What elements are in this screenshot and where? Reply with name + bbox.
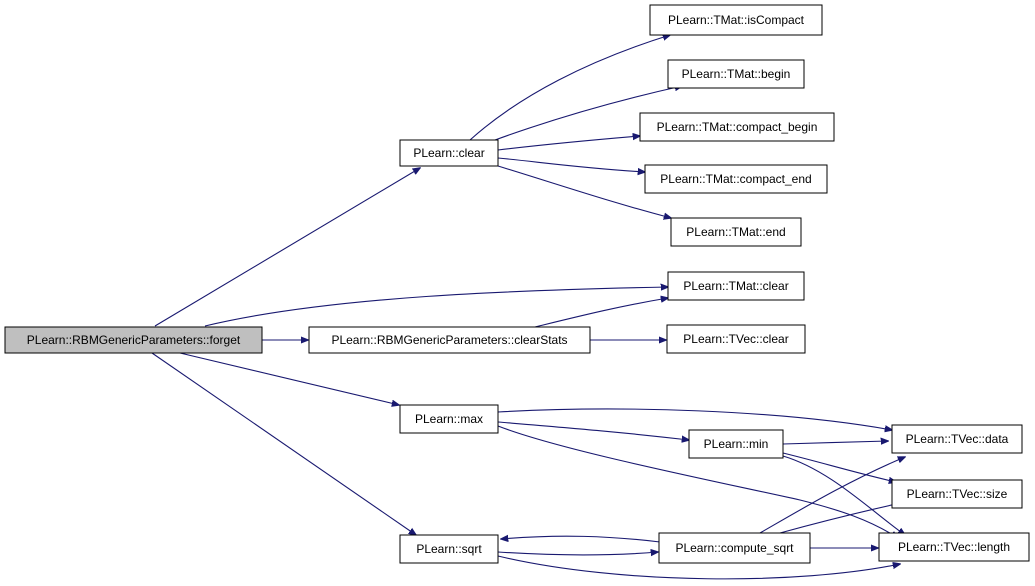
node-tmat-begin[interactable]: PLearn::TMat::begin — [667, 59, 805, 89]
node-tmat-compact-begin[interactable]: PLearn::TMat::compact_begin — [639, 112, 835, 142]
edge-sqrt-length — [497, 555, 900, 580]
node-min[interactable]: PLearn::min — [688, 429, 784, 459]
edge-sqrt-compute-sqrt — [497, 552, 658, 555]
node-forget[interactable]: PLearn::RBMGenericParameters::forget — [4, 326, 263, 354]
node-max[interactable]: PLearn::max — [399, 404, 499, 434]
node-tmat-compact-end[interactable]: PLearn::TMat::compact_end — [644, 164, 828, 194]
node-label: PLearn::TVec::length — [898, 540, 1010, 554]
edge-min-size — [782, 452, 896, 482]
node-tmat-iscompact[interactable]: PLearn::TMat::isCompact — [649, 4, 823, 36]
node-tvec-length[interactable]: PLearn::TVec::length — [878, 532, 1030, 562]
node-sqrt[interactable]: PLearn::sqrt — [399, 534, 499, 564]
node-label: PLearn::TVec::size — [907, 487, 1008, 501]
node-label: PLearn::RBMGenericParameters::forget — [27, 333, 241, 347]
edge-clear-begin — [494, 86, 682, 141]
edge-clearstats-tmat-clear — [534, 298, 668, 328]
node-label: PLearn::clear — [413, 146, 484, 160]
edge-forget-sqrt — [151, 352, 416, 535]
node-tvec-size[interactable]: PLearn::TVec::size — [891, 479, 1023, 509]
edge-compute-sqrt-data — [759, 457, 905, 534]
edge-compute-sqrt-size — [779, 502, 905, 534]
edge-max-min — [497, 421, 689, 440]
node-tmat-end[interactable]: PLearn::TMat::end — [670, 217, 802, 247]
node-label: PLearn::TVec::data — [906, 432, 1009, 446]
node-label: PLearn::TMat::isCompact — [668, 13, 805, 27]
edge-forget-max — [179, 352, 399, 405]
edge-max-length — [497, 425, 898, 538]
edge-min-length — [782, 455, 905, 535]
node-label: PLearn::sqrt — [416, 542, 482, 556]
node-label: PLearn::TMat::compact_begin — [657, 120, 818, 134]
node-label: PLearn::TMat::clear — [683, 279, 788, 293]
edge-clear-iscompact — [469, 35, 670, 141]
node-clear[interactable]: PLearn::clear — [399, 139, 499, 167]
node-label: PLearn::compute_sqrt — [675, 541, 794, 555]
edge-forget-tmat-clear — [204, 287, 668, 327]
node-label: PLearn::TMat::compact_end — [660, 172, 811, 186]
edge-forget-clear — [154, 168, 420, 327]
edge-clear-end — [497, 165, 671, 218]
node-label: PLearn::max — [415, 412, 483, 426]
edge-clear-compact-end — [497, 157, 645, 172]
node-tvec-clear[interactable]: PLearn::TVec::clear — [666, 324, 806, 354]
node-compute-sqrt[interactable]: PLearn::compute_sqrt — [658, 532, 811, 564]
node-tmat-clear[interactable]: PLearn::TMat::clear — [667, 271, 805, 301]
edges — [151, 35, 905, 580]
edge-max-data — [497, 408, 892, 430]
edge-compute-sqrt-sqrt — [501, 536, 661, 543]
node-label: PLearn::TMat::end — [686, 225, 785, 239]
node-label: PLearn::TVec::clear — [683, 332, 788, 346]
node-label: PLearn::TMat::begin — [682, 67, 791, 81]
node-tvec-data[interactable]: PLearn::TVec::data — [891, 424, 1023, 454]
node-label: PLearn::min — [704, 437, 769, 451]
edge-min-data — [782, 441, 888, 444]
edge-clear-compact-begin — [497, 136, 640, 151]
nodes: PLearn::RBMGenericParameters::forget PLe… — [4, 4, 1030, 564]
node-clearstats[interactable]: PLearn::RBMGenericParameters::clearStats — [308, 326, 591, 354]
node-label: PLearn::RBMGenericParameters::clearStats — [331, 333, 567, 347]
